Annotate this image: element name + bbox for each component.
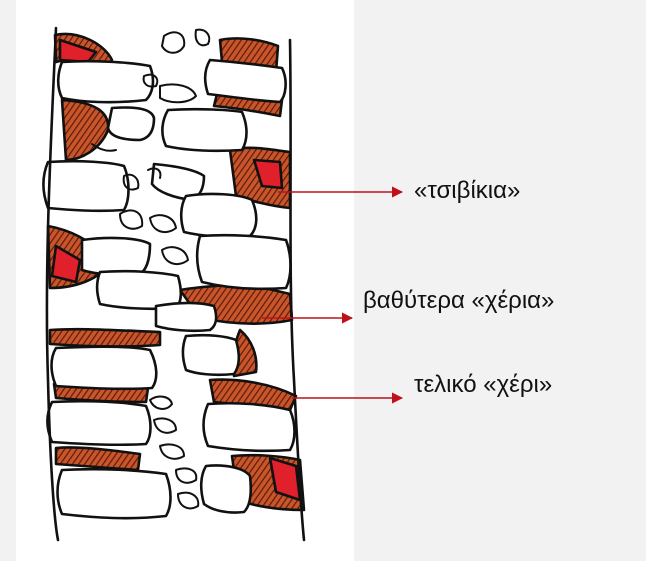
label-final-hand: τελικό «χέρι» — [414, 373, 552, 397]
label-deeper-hands: βαθύτερα «χέρια» — [363, 289, 554, 313]
label-wedges: «τσιβίκια» — [414, 179, 520, 203]
